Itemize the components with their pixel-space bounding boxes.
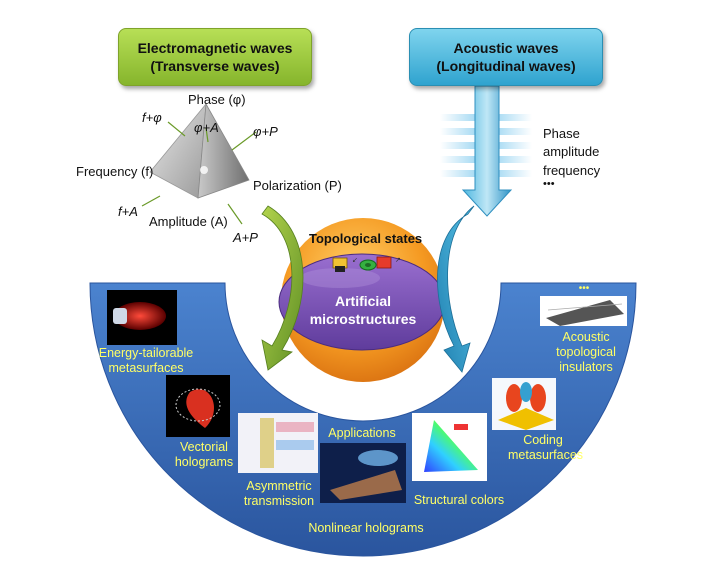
artificial-microstructures-label: Artificial microstructures	[300, 292, 426, 328]
label-f-phi: f+φ	[142, 110, 162, 125]
label-energy-tailorable: Energy-tailorable metasurfaces	[90, 346, 202, 376]
acoustic-topo-line3: insulators	[559, 360, 613, 374]
label-phi-a: φ+A	[194, 120, 219, 135]
acoustic-label-more: •••	[543, 178, 555, 190]
label-f-a: f+A	[118, 204, 138, 219]
applications-bowl	[89, 282, 637, 557]
asymmetric-thumb	[238, 413, 318, 473]
acoustic-label-frequency: frequency	[543, 163, 601, 178]
energy-line1: Energy-tailorable	[98, 346, 194, 360]
label-a-p: A+P	[233, 230, 258, 245]
acoustic-label-phase: Phase	[543, 126, 580, 141]
vectorial-thumb	[166, 375, 230, 437]
acoustic-waves-box: Acoustic waves (Longitudinal waves)	[409, 28, 603, 86]
vectorial-line1: Vectorial	[180, 440, 228, 454]
label-phase: Phase (φ)	[188, 92, 246, 107]
center-line1: Artificial	[334, 293, 391, 309]
label-polarization: Polarization (P)	[253, 178, 342, 193]
acoustic-down-arrow	[461, 85, 513, 217]
pyramid-arrows	[141, 121, 257, 225]
energy-thumb	[107, 290, 177, 345]
label-applications: Applications	[328, 426, 396, 440]
em-waves-subtitle: (Transverse waves)	[150, 58, 280, 74]
central-sphere: ↙ ↗	[278, 218, 446, 382]
acoustic-waves-subtitle: (Longitudinal waves)	[436, 58, 576, 74]
label-frequency: Frequency (f)	[76, 164, 154, 179]
svg-text:↙: ↙	[352, 256, 358, 264]
em-waves-box: Electromagnetic waves (Transverse waves)	[118, 28, 312, 86]
acoustic-topo-line1: Acoustic	[562, 330, 610, 344]
label-structural-colors: Structural colors	[413, 493, 505, 507]
label-asymmetric-transmission: Asymmetric transmission	[238, 479, 320, 509]
structural-thumb	[412, 413, 487, 481]
svg-text:↗: ↗	[395, 256, 401, 264]
label-phi-p: φ+P	[253, 124, 278, 139]
nonlinear-thumb	[320, 443, 406, 503]
label-amplitude: Amplitude (A)	[149, 214, 228, 229]
center-line2: microstructures	[309, 311, 417, 327]
asymmetric-line2: transmission	[243, 494, 315, 508]
acoustic-waves-title: Acoustic waves	[453, 40, 559, 56]
label-coding-metasurfaces: Coding metasurfaces	[508, 433, 584, 463]
asymmetric-line1: Asymmetric	[246, 479, 312, 493]
energy-line2: metasurfaces	[108, 361, 184, 375]
em-pyramid	[149, 102, 250, 199]
vectorial-line2: holograms	[174, 455, 234, 469]
coding-thumb	[492, 378, 556, 430]
em-waves-title: Electromagnetic waves	[137, 40, 293, 56]
label-nonlinear-holograms: Nonlinear holograms	[308, 521, 424, 535]
coding-line1: Coding	[523, 433, 563, 447]
coding-line2: metasurfaces	[508, 448, 584, 462]
green-curved-arrow	[261, 205, 304, 371]
label-more-dots: •••	[578, 283, 590, 294]
topological-states-label: Topological states	[309, 231, 423, 246]
acoustic-topo-line2: topological	[556, 345, 616, 359]
label-acoustic-topological: Acoustic topological insulators	[548, 330, 624, 375]
label-vectorial-holograms: Vectorial holograms	[174, 440, 234, 470]
acoustic-label-amplitude: amplitude	[543, 144, 600, 159]
acoustic-topo-thumb	[540, 296, 627, 326]
cyan-curved-arrow	[437, 205, 475, 373]
